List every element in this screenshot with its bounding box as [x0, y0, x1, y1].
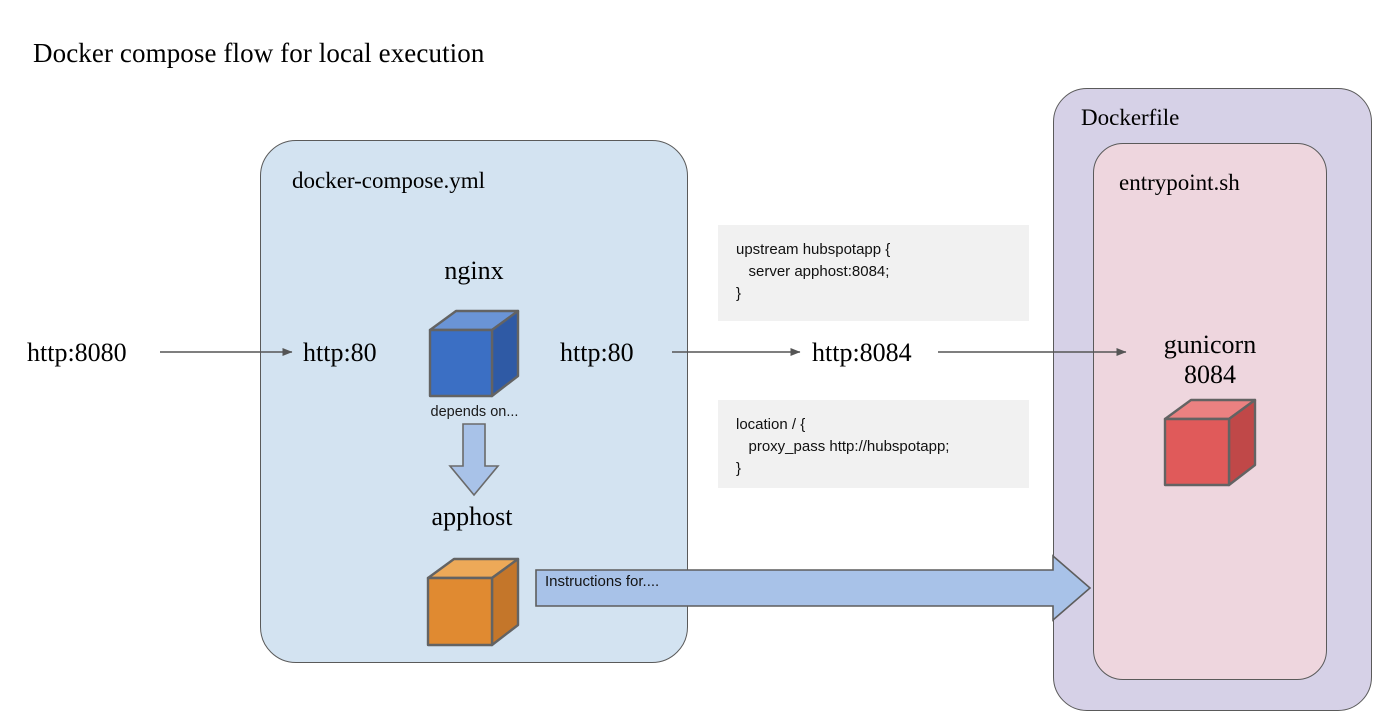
port-label-external: http:8080: [27, 338, 127, 367]
apphost-cube-icon: [426, 557, 520, 647]
gunicorn-cube-icon: [1163, 398, 1257, 487]
nginx-location-code-block: location / { proxy_pass http://hubspotap…: [718, 400, 1029, 488]
apphost-service-label: apphost: [431, 502, 513, 531]
gunicorn-service-label: gunicorn 8084: [1135, 330, 1285, 390]
docker-compose-label: docker-compose.yml: [292, 168, 486, 193]
depends-on-block-arrow: [448, 423, 500, 497]
instructions-block-arrow: [535, 554, 1092, 622]
gunicorn-port-text: 8084: [1184, 360, 1236, 389]
nginx-upstream-code-block: upstream hubspotapp { server apphost:808…: [718, 225, 1029, 321]
entrypoint-label: entrypoint.sh: [1119, 170, 1240, 195]
gunicorn-name-text: gunicorn: [1163, 330, 1257, 359]
port-label-nginx-in: http:80: [303, 338, 377, 367]
nginx-cube-icon: [428, 309, 520, 398]
nginx-service-label: nginx: [444, 256, 504, 285]
port-label-nginx-out: http:80: [560, 338, 634, 367]
page-title: Docker compose flow for local execution: [33, 38, 485, 68]
instructions-arrow-label: Instructions for....: [545, 573, 660, 590]
dockerfile-label: Dockerfile: [1081, 105, 1180, 130]
depends-on-label: depends on...: [430, 404, 519, 420]
port-label-upstream: http:8084: [812, 338, 912, 367]
